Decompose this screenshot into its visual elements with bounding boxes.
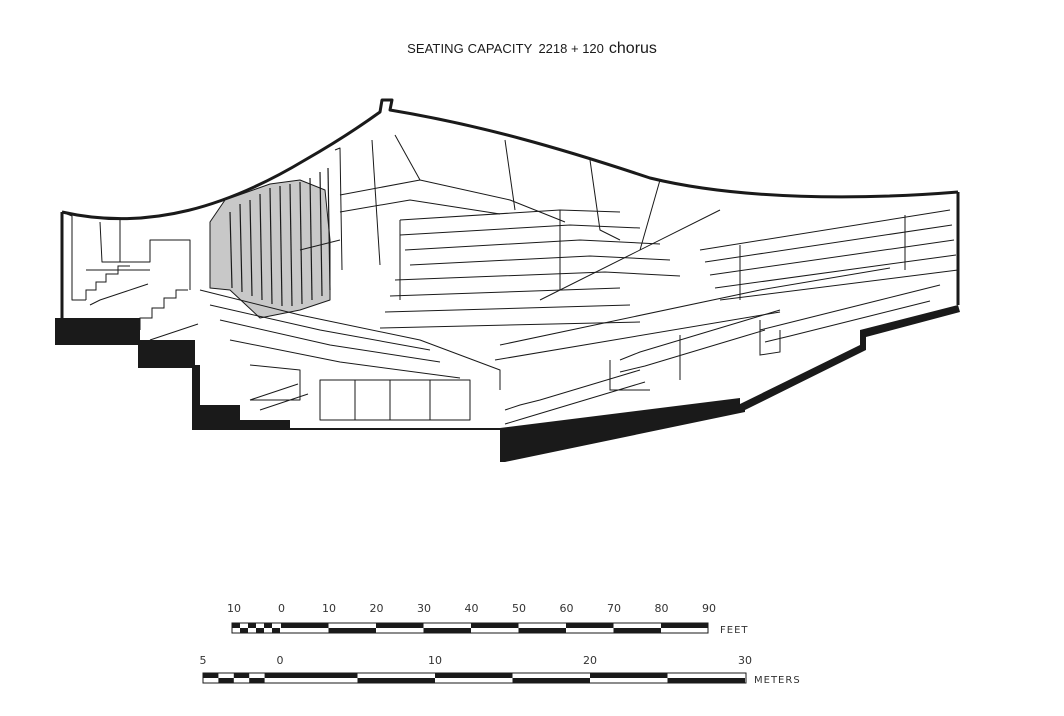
feet-checker-cell — [240, 628, 248, 633]
feet-tick-label: 10 — [227, 602, 241, 615]
meter-bar-segment — [435, 673, 513, 678]
feet-tick-label: 10 — [322, 602, 336, 615]
feet-tick-label: 20 — [370, 602, 384, 615]
feet-tick-label: 80 — [655, 602, 669, 615]
feet-tick-label: 50 — [512, 602, 526, 615]
title-main: SEATING CAPACITY — [407, 41, 533, 56]
meters-scale-bar: 5 0 10 20 30 METERS — [200, 654, 801, 686]
feet-bar-segment — [328, 628, 376, 633]
feet-bar-segment — [281, 623, 329, 628]
feet-checker-cell — [272, 628, 280, 633]
feet-bar-segment — [613, 628, 661, 633]
feet-tick-label: 60 — [560, 602, 574, 615]
feet-bar-segment — [423, 628, 471, 633]
meter-bar-segments — [203, 673, 745, 683]
feet-bar-segment — [566, 623, 614, 628]
floor-section — [55, 305, 960, 462]
meter-bar-segment — [512, 678, 590, 683]
feet-bar-segment — [376, 623, 424, 628]
center-terraces — [379, 209, 681, 329]
meter-tick-label: 20 — [583, 654, 597, 667]
right-seating — [504, 284, 941, 425]
feet-tick-label: 40 — [465, 602, 479, 615]
meter-checker-cell — [218, 678, 234, 683]
meter-tick-label: 10 — [428, 654, 442, 667]
meter-tick-label: 30 — [738, 654, 752, 667]
right-upper-terraces — [699, 209, 959, 301]
meter-tick-label: 5 — [200, 654, 207, 667]
feet-bar-segment — [471, 623, 519, 628]
meter-bar-segment — [667, 678, 745, 683]
feet-checker-cell — [264, 623, 272, 628]
feet-tick-label: 0 — [278, 602, 285, 615]
meter-checker-cell — [233, 673, 250, 678]
feet-tick-label: 90 — [702, 602, 716, 615]
seating-capacity-title: SEATING CAPACITY 2218 + 120 chorus — [0, 40, 1064, 58]
meter-checker-cell — [264, 673, 280, 678]
meter-tick-label: 0 — [277, 654, 284, 667]
feet-bar-segment — [661, 623, 709, 628]
meter-checker-cell — [249, 678, 265, 683]
meter-checker-cell — [203, 673, 219, 678]
feet-tick-label: 30 — [417, 602, 431, 615]
feet-checker-cell — [256, 628, 264, 633]
feet-checker-cell — [248, 623, 256, 628]
feet-checker-cell — [232, 623, 240, 628]
roof-line — [61, 98, 959, 221]
left-seating — [85, 265, 309, 411]
title-chorus: chorus — [608, 40, 657, 57]
feet-tick-label: 70 — [607, 602, 621, 615]
feet-unit-label: FEET — [720, 625, 749, 636]
meter-bar-segment — [357, 678, 435, 683]
meters-scale-ticks: 5 0 10 20 30 — [200, 654, 753, 667]
meter-bar-segment — [280, 673, 358, 678]
feet-scale-bar: 10 0 10 20 30 40 50 60 70 80 90 FEET — [227, 602, 749, 636]
feet-bar-segment — [518, 628, 566, 633]
feet-bar-segments — [232, 623, 709, 633]
feet-scale-ticks: 10 0 10 20 30 40 50 60 70 80 90 — [227, 602, 716, 615]
meters-unit-label: METERS — [754, 675, 801, 686]
title-numbers: 2218 + 120 — [538, 41, 604, 56]
organ-pipes — [229, 167, 331, 307]
meter-bar-segment — [590, 673, 668, 678]
